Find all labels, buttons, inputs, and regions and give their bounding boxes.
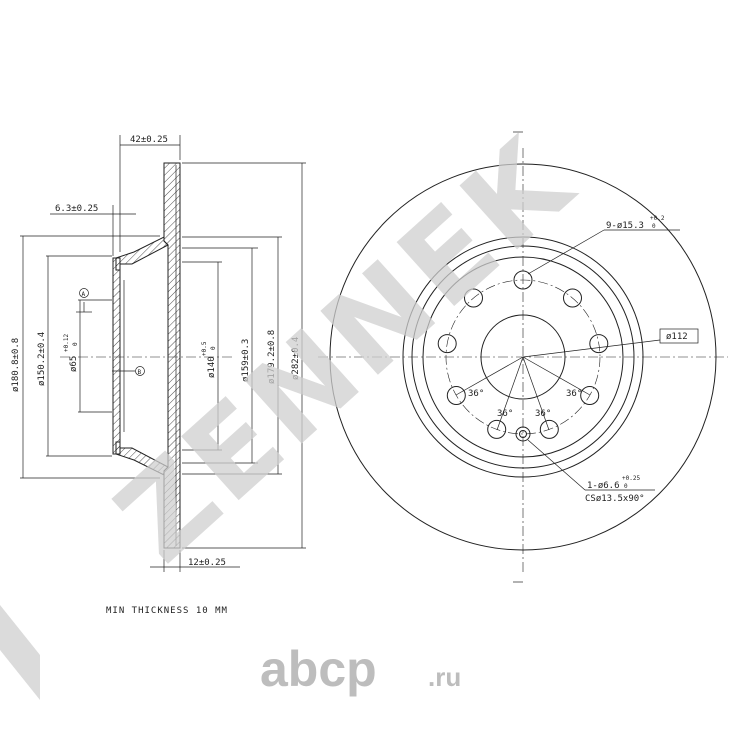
dim-hub-6-3: 6.3±0.25 <box>55 204 98 214</box>
bolt-hole <box>487 419 507 439</box>
brand-name: abcp <box>260 641 377 697</box>
datum-a-marker <box>79 288 89 298</box>
datum-b-marker <box>135 366 145 376</box>
bolt-hole <box>580 386 600 405</box>
pcd-box <box>659 328 699 344</box>
holes-tol-dn: 0 <box>652 223 656 230</box>
small-hole-tol-dn: 0 <box>624 483 628 490</box>
dim-d65: ø65 <box>69 356 79 372</box>
dim-d159: ø159±0.3 <box>241 339 251 382</box>
front-view: 36° 36° 36° 36° 9-ø15.3 +0.2 0 ø112 1-ø6… <box>318 131 728 583</box>
disc-hat-upper <box>115 236 169 271</box>
side-view: 42±0.25 6.3±0.25 12±0.25 ø180.8±0.8 ø150… <box>11 135 306 572</box>
dim-d282: ø282±0.4 <box>291 337 301 380</box>
holes-tol-up: +0.2 <box>650 215 665 222</box>
abcp-logo: abcp .ru <box>260 641 461 697</box>
angle-label: 36° <box>566 389 582 399</box>
dim-d140: ø140 <box>207 356 217 378</box>
watermark-chevron <box>0 605 40 700</box>
countersunk-hole-inner <box>519 430 527 438</box>
angle-label: 36° <box>497 409 513 419</box>
dim-width-42: 42±0.25 <box>130 135 168 145</box>
dim-d150: ø150.2±0.4 <box>37 332 47 386</box>
bolt-hole <box>513 270 533 290</box>
bolt-hole <box>437 334 457 354</box>
countersink-callout: CSø13.5x90° <box>585 494 645 504</box>
angle-label: 36° <box>535 409 551 419</box>
datum-a-label: A <box>82 291 86 298</box>
dim-d180: ø180.8±0.8 <box>11 338 21 392</box>
small-hole-tol-up: +0.25 <box>622 475 640 482</box>
bolt-holes <box>437 270 609 439</box>
bolt-hole <box>563 288 582 308</box>
dim-d140-tol-up: +0.5 <box>201 341 208 356</box>
holes-callout: 9-ø15.3 <box>606 221 644 231</box>
disc-hub-wall <box>112 257 121 455</box>
small-hole-callout: 1-ø6.6 <box>587 481 620 491</box>
pcd-label: ø112 <box>666 332 688 342</box>
countersunk-hole-outer <box>515 426 531 442</box>
dim-d140-tol-dn: 0 <box>210 346 217 350</box>
dim-thickness-12: 12±0.25 <box>188 558 226 568</box>
datum-b-label: B <box>138 369 142 376</box>
dim-d65-tol-up: +0.12 <box>63 334 70 352</box>
angle-label: 36° <box>468 389 484 399</box>
dim-d65-tol-dn: 0 <box>72 342 79 346</box>
brand-suffix: .ru <box>428 662 461 692</box>
bolt-hole <box>539 419 559 439</box>
bolt-hole <box>446 386 466 405</box>
bolt-hole <box>464 288 483 308</box>
bolt-hole <box>589 334 609 354</box>
dim-d179: ø179.2±0.8 <box>267 330 277 384</box>
min-thickness-note: MIN THICKNESS 10 MM <box>106 606 228 616</box>
